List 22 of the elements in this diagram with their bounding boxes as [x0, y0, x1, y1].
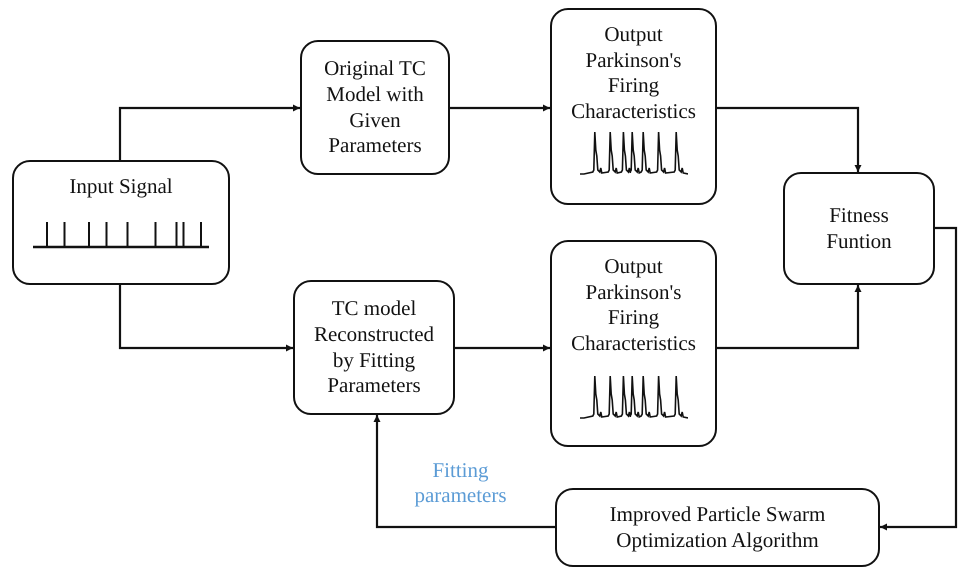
box-label: TC model Reconstructed by Fitting Parameters	[312, 296, 436, 399]
arrow	[717, 285, 862, 350]
arrow	[880, 226, 958, 530]
box-label: Input Signal	[69, 174, 173, 200]
box-label: Output Parkinson's Firing Characteristics	[570, 22, 697, 124]
arrow	[118, 285, 293, 352]
arrow	[450, 104, 550, 112]
process-box	[555, 488, 880, 567]
arrow	[374, 415, 555, 528]
box-label: Fitness Funtion	[825, 202, 893, 254]
process-box	[293, 280, 455, 415]
process-box	[550, 240, 717, 447]
arrow	[717, 106, 862, 172]
process-box	[550, 8, 717, 205]
process-box	[300, 40, 450, 175]
arrow	[455, 344, 550, 352]
arrow	[118, 104, 300, 160]
box-label: Output Parkinson's Firing Characteristics	[570, 254, 697, 356]
process-box	[783, 172, 935, 285]
process-box	[12, 160, 230, 285]
box-label: Improved Particle Swarm Optimization Algorithm	[608, 502, 826, 554]
box-label: Original TC Model with Given Parameters	[323, 56, 427, 159]
